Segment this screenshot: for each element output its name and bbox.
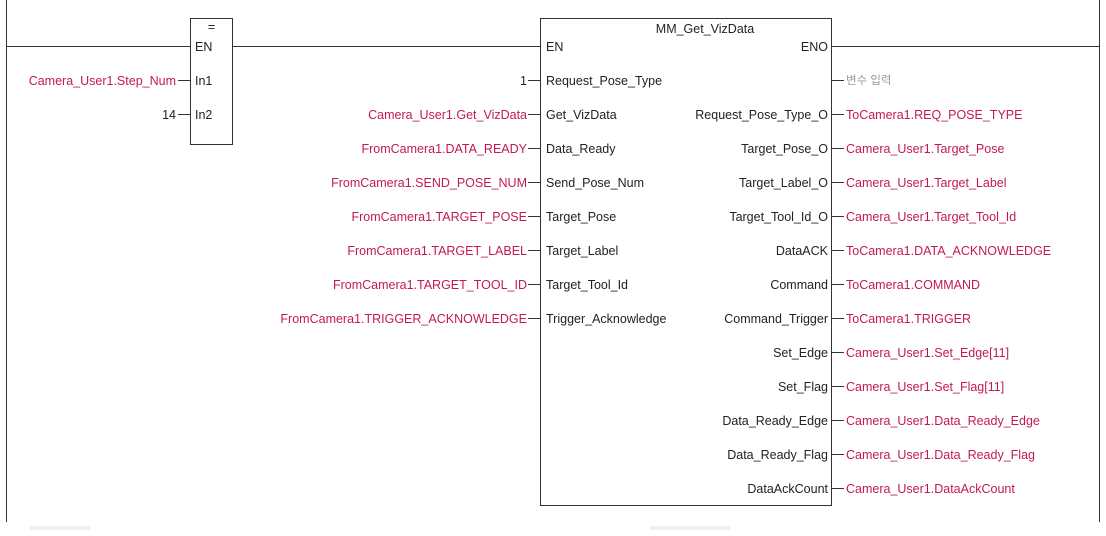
compare-en-label: EN: [195, 40, 213, 54]
fb-input-wire: [528, 216, 540, 217]
fb-input-pin-label: Get_VizData: [546, 108, 617, 122]
fb-output-wire: [832, 250, 844, 251]
left-power-rail: [6, 0, 7, 522]
fb-output-wire: [832, 182, 844, 183]
fb-output-variable[interactable]: Camera_User1.Target_Tool_Id: [846, 210, 1017, 224]
fb-output-pin-label: DataAckCount: [747, 482, 828, 496]
bottom-faint-mark-center: [650, 526, 730, 530]
fb-output-wire: [832, 148, 844, 149]
function-block-mm-get-vizdata[interactable]: [540, 18, 832, 506]
fb-output-pin-label: Data_Ready_Edge: [722, 414, 828, 428]
compare-operator: =: [207, 20, 216, 34]
fb-input-variable[interactable]: FromCamera1.TRIGGER_ACKNOWLEDGE: [280, 312, 527, 326]
rung-wire-middle: [232, 46, 540, 47]
fb-input-variable[interactable]: 1: [520, 74, 527, 88]
compare-in1-variable[interactable]: Camera_User1.Step_Num: [28, 74, 176, 88]
fb-output-pin-label: Target_Tool_Id_O: [729, 210, 828, 224]
fb-output-wire: [832, 454, 844, 455]
fb-output-wire: [832, 352, 844, 353]
fb-input-variable[interactable]: Camera_User1.Get_VizData: [368, 108, 527, 122]
fb-input-wire: [528, 182, 540, 183]
fb-output-wire: [832, 284, 844, 285]
fb-input-variable[interactable]: FromCamera1.TARGET_POSE: [351, 210, 527, 224]
fb-output-pin-label: Request_Pose_Type_O: [695, 108, 828, 122]
fb-input-pin-label: Data_Ready: [546, 142, 616, 156]
fb-output-pin-label: Data_Ready_Flag: [727, 448, 828, 462]
fb-input-wire: [528, 148, 540, 149]
fb-input-pin-label: Target_Label: [546, 244, 619, 258]
fb-en-label: EN: [546, 40, 564, 54]
compare-in2-label: In2: [195, 108, 213, 122]
fb-input-pin-label: Target_Tool_Id: [546, 278, 629, 292]
fb-output-pin-label: DataACK: [775, 244, 828, 258]
fb-input-wire: [528, 318, 540, 319]
fb-output-pin-label: Command_Trigger: [724, 312, 828, 326]
rung-wire-left: [6, 46, 190, 47]
compare-block[interactable]: [190, 18, 233, 145]
fb-input-variable[interactable]: FromCamera1.SEND_POSE_NUM: [331, 176, 527, 190]
fb-output-pin-label: Set_Edge: [773, 346, 828, 360]
eno-variable-placeholder[interactable]: 변수 입력: [846, 75, 892, 87]
fb-input-pin-label: Target_Pose: [546, 210, 617, 224]
fb-eno-var-wire: [832, 80, 844, 81]
fb-output-pin-label: Set_Flag: [777, 380, 828, 394]
fb-input-wire: [528, 80, 540, 81]
fb-input-variable[interactable]: FromCamera1.TARGET_LABEL: [347, 244, 527, 258]
fb-output-wire: [832, 488, 844, 489]
fb-output-pin-label: Target_Pose_O: [741, 142, 828, 156]
fb-output-pin-label: Command: [770, 278, 828, 292]
rung-wire-right: [832, 46, 1099, 47]
right-power-rail: [1099, 0, 1100, 522]
fb-output-variable[interactable]: ToCamera1.COMMAND: [846, 278, 981, 292]
compare-in1-wire: [178, 80, 190, 81]
fb-output-variable[interactable]: Camera_User1.Target_Label: [846, 176, 1007, 190]
fb-output-pin-label: Target_Label_O: [739, 176, 828, 190]
fb-output-variable[interactable]: Camera_User1.Data_Ready_Edge: [846, 414, 1040, 428]
fb-output-variable[interactable]: Camera_User1.Set_Edge[11]: [846, 346, 1010, 360]
bottom-faint-mark-left: [30, 526, 90, 530]
fb-output-wire: [832, 216, 844, 217]
fb-output-wire: [832, 318, 844, 319]
compare-in2-wire: [178, 114, 190, 115]
fb-output-variable[interactable]: Camera_User1.Data_Ready_Flag: [846, 448, 1035, 462]
fb-output-variable[interactable]: Camera_User1.Set_Flag[11]: [846, 380, 1005, 394]
fb-input-pin-label: Trigger_Acknowledge: [546, 312, 667, 326]
fb-input-wire: [528, 284, 540, 285]
fb-input-wire: [528, 114, 540, 115]
compare-in1-label: In1: [195, 74, 213, 88]
function-block-title: MM_Get_VizData: [655, 22, 755, 36]
fb-output-variable[interactable]: ToCamera1.TRIGGER: [846, 312, 972, 326]
compare-in2-constant[interactable]: 14: [162, 108, 176, 122]
fb-output-wire: [832, 386, 844, 387]
fb-input-variable[interactable]: FromCamera1.DATA_READY: [361, 142, 527, 156]
fb-output-variable[interactable]: Camera_User1.DataAckCount: [846, 482, 1015, 496]
fb-output-variable[interactable]: ToCamera1.REQ_POSE_TYPE: [846, 108, 1023, 122]
fb-eno-label: ENO: [800, 40, 828, 54]
fb-input-wire: [528, 250, 540, 251]
fb-input-pin-label: Request_Pose_Type: [546, 74, 663, 88]
fb-output-wire: [832, 114, 844, 115]
fb-output-variable[interactable]: Camera_User1.Target_Pose: [846, 142, 1005, 156]
fb-output-variable[interactable]: ToCamera1.DATA_ACKNOWLEDGE: [846, 244, 1052, 258]
fb-output-wire: [832, 420, 844, 421]
fb-input-pin-label: Send_Pose_Num: [546, 176, 644, 190]
fb-input-variable[interactable]: FromCamera1.TARGET_TOOL_ID: [332, 278, 527, 292]
